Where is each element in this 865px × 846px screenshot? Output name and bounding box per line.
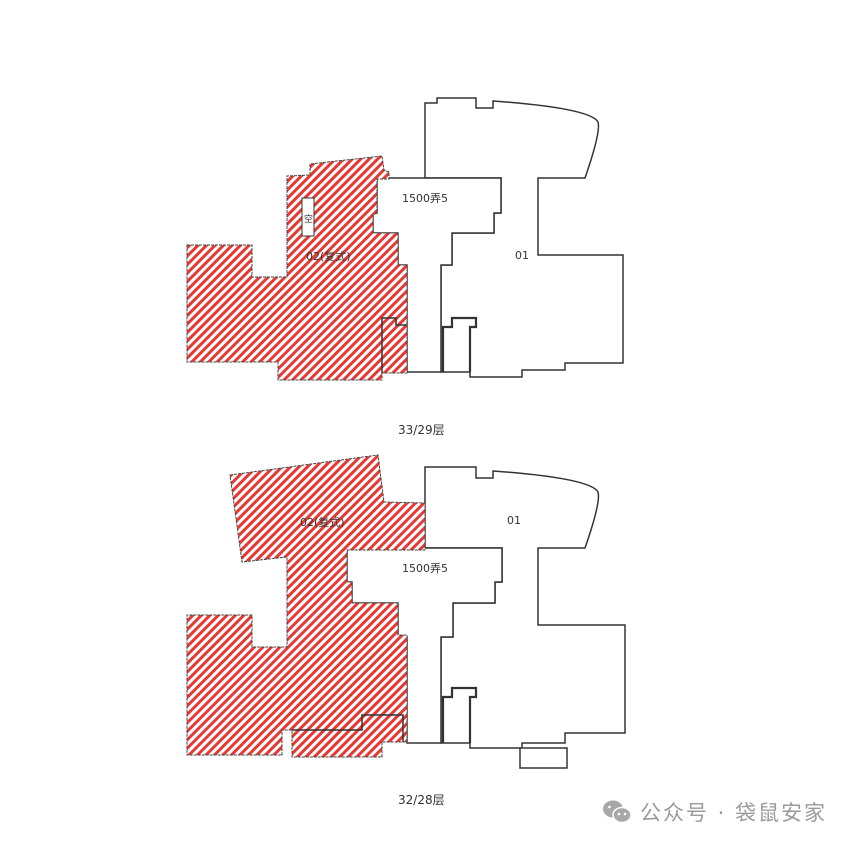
elevator-outline [441, 686, 478, 743]
floor-caption: 33/29层 [398, 423, 445, 437]
unit-01-outline [424, 97, 624, 378]
void-box [301, 197, 315, 237]
inner-room-outline [381, 317, 406, 373]
unit-02-label: 02(复式) [306, 249, 351, 263]
building-label: 1500弄5 [402, 562, 448, 575]
watermark: 公众号 · 袋鼠安家 [602, 797, 827, 827]
unit-02-label: 02(复式) [300, 515, 345, 529]
plan-33-29 [186, 97, 624, 381]
void-label: 空 [304, 213, 313, 225]
balcony-box [519, 747, 568, 769]
wechat-icon [603, 800, 632, 824]
watermark-text: 公众号 · 袋鼠安家 [640, 801, 828, 825]
unit-01-outline [424, 466, 626, 749]
floor-caption: 32/28层 [398, 793, 445, 807]
unit-01-label: 01 [507, 514, 521, 527]
unit-01-label: 01 [515, 249, 529, 262]
plan-32-28 [186, 454, 626, 769]
elevator-outline [441, 316, 478, 372]
unit-02-hatched [186, 454, 426, 758]
inner-room-outline [292, 714, 404, 742]
unit-02-hatched [186, 155, 408, 381]
building-label: 1500弄5 [402, 192, 448, 205]
